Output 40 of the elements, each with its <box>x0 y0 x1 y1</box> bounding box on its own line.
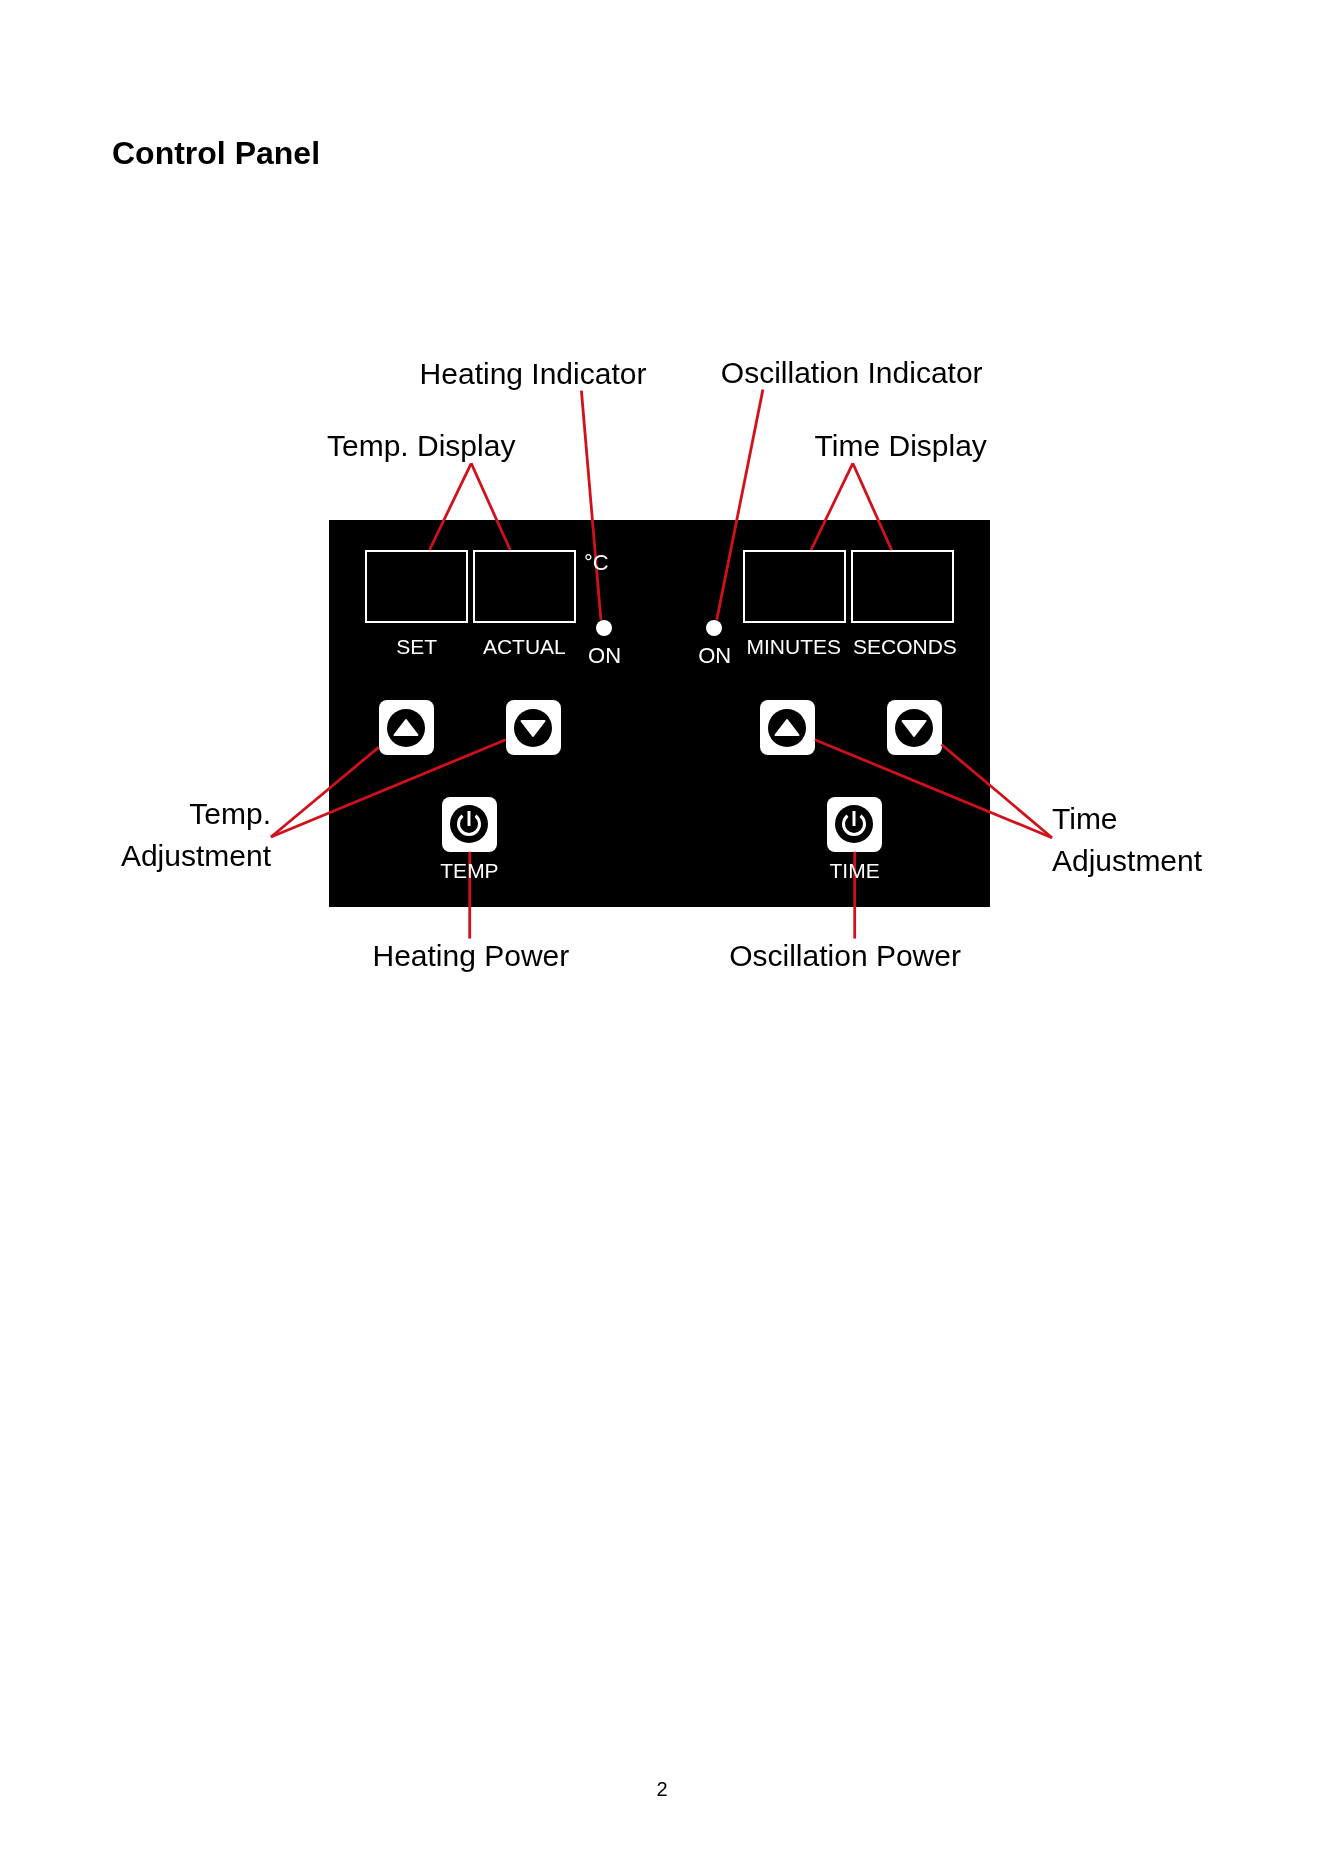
leader-line <box>428 462 473 551</box>
display-label: SET <box>396 635 438 660</box>
leader-line <box>469 462 512 551</box>
callout-label: Heating Power <box>372 938 570 973</box>
leader-line <box>940 743 1053 839</box>
indicator-light-icon <box>596 619 612 636</box>
push-button <box>886 700 942 755</box>
push-button <box>441 796 497 852</box>
callout-label: Time Adjustment <box>1052 797 1207 882</box>
callout-label: Time Display <box>814 429 987 464</box>
leader-line <box>270 738 507 839</box>
indicator-light-icon <box>706 619 723 636</box>
indicator-label: ON <box>698 643 732 669</box>
callout-label: Oscillation Indicator <box>720 355 983 390</box>
page-number: 2 <box>656 1777 668 1801</box>
control-panel <box>329 520 990 907</box>
callout-label: Temp. Adjustment <box>116 793 271 878</box>
leader-line <box>468 851 472 939</box>
display-label: SECONDS <box>853 635 957 660</box>
leader-line <box>580 390 603 620</box>
push-button <box>378 700 434 755</box>
leader-line <box>814 738 1053 839</box>
callout-label: Temp. Display <box>327 429 516 464</box>
page-title: Control Panel <box>112 135 320 173</box>
display-window <box>850 550 954 623</box>
indicator-label: ON <box>588 643 622 669</box>
leader-line <box>809 462 855 551</box>
display-window <box>743 550 846 623</box>
display-label: ACTUAL <box>482 635 566 660</box>
push-button <box>759 700 815 755</box>
leader-line <box>715 389 765 621</box>
display-window <box>473 550 577 623</box>
leader-line <box>851 462 893 551</box>
callout-label: Oscillation Power <box>729 938 961 973</box>
push-button <box>505 700 561 755</box>
display-label: MINUTES <box>746 635 841 660</box>
push-button <box>826 796 882 852</box>
leader-line <box>853 851 857 939</box>
display-window <box>365 550 469 623</box>
callout-label: Heating Indicator <box>419 356 647 391</box>
